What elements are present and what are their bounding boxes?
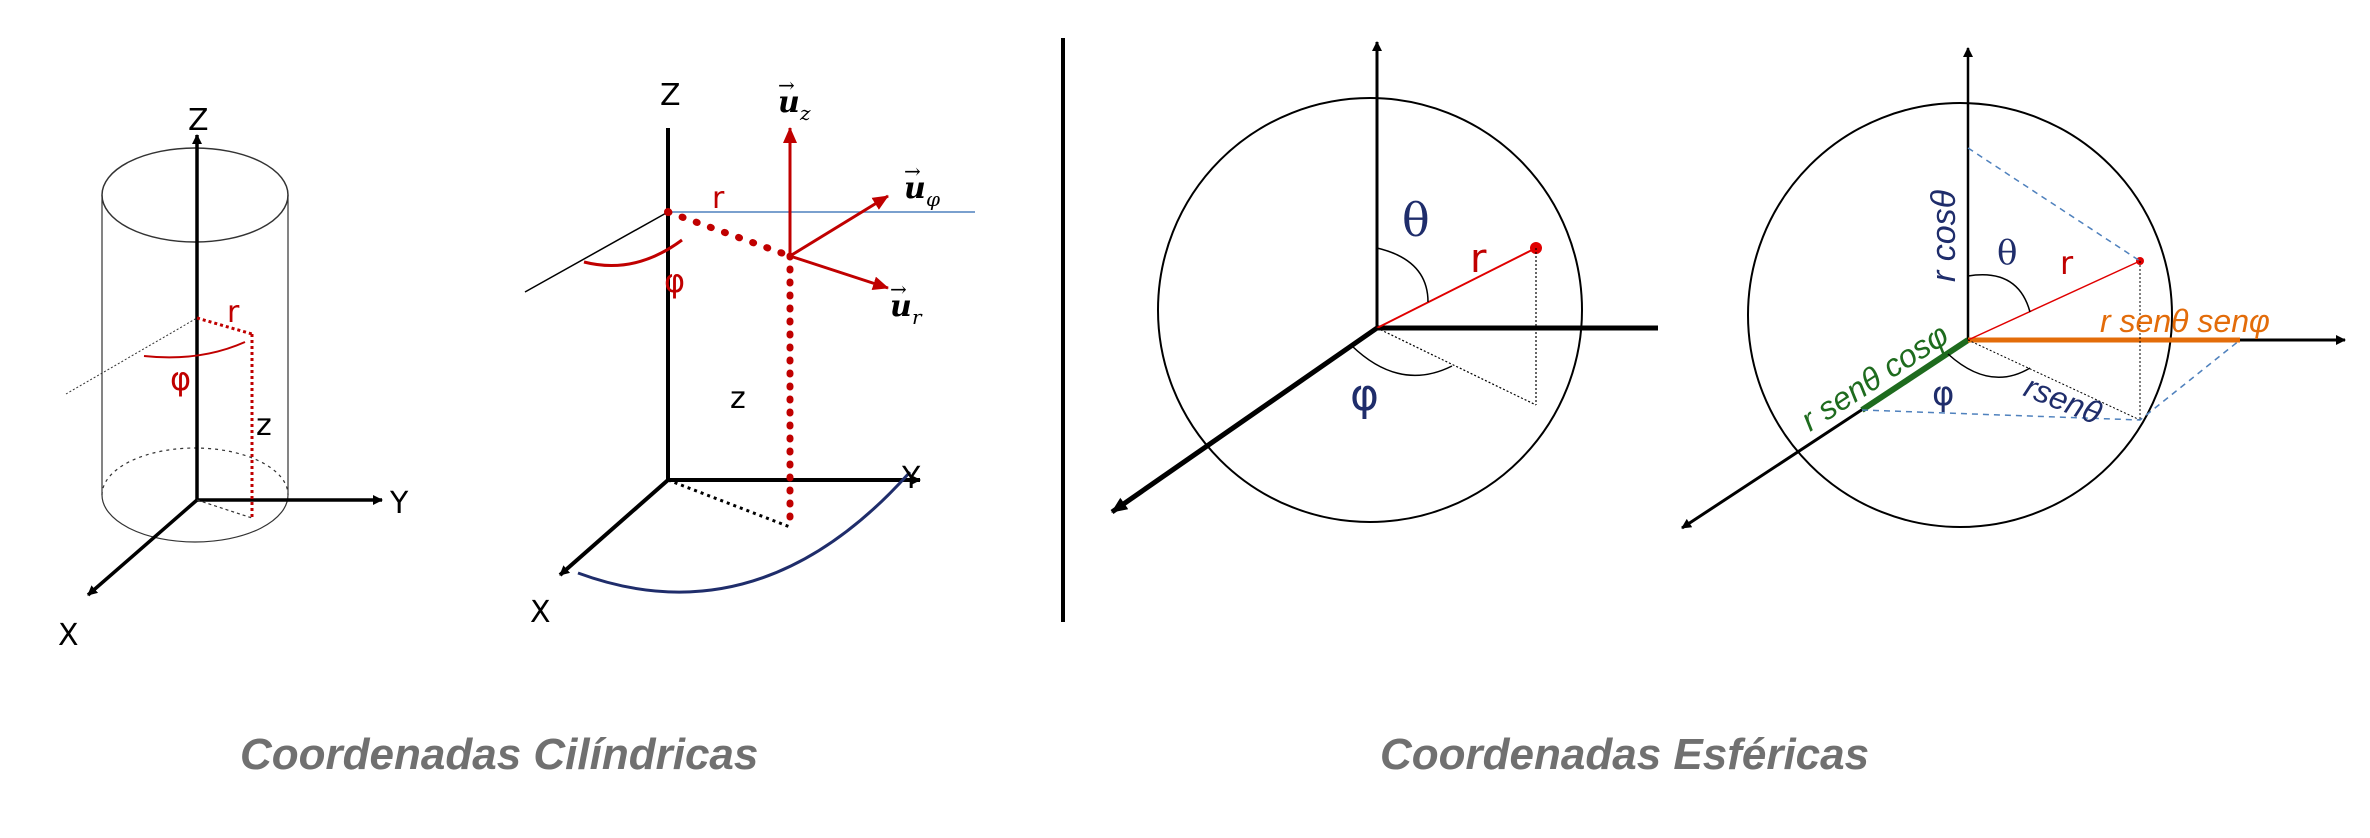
phi-arc bbox=[1351, 345, 1453, 377]
point bbox=[664, 208, 672, 216]
phi-label: φ bbox=[664, 262, 685, 300]
y-axis-label: Y bbox=[901, 461, 921, 496]
r-segment bbox=[1967, 260, 2141, 341]
phi-arc bbox=[1947, 353, 2031, 379]
ray-line bbox=[65, 317, 198, 395]
z-axis-label: Z bbox=[188, 103, 209, 138]
sphere-diagram: θ r φ bbox=[1110, 41, 1658, 523]
phi-arc bbox=[143, 341, 246, 359]
x-axis bbox=[1110, 325, 1379, 515]
u-z-subscript: z bbox=[799, 101, 811, 125]
phi-arc bbox=[583, 238, 683, 268]
r-sen-theta-label: rsenθ bbox=[2019, 368, 2107, 431]
z-label: z bbox=[256, 408, 272, 443]
u-phi-arrow-glyph: → bbox=[904, 159, 921, 183]
u-z-arrow-glyph: → bbox=[778, 73, 795, 97]
z-axis-label: Z bbox=[660, 78, 681, 113]
r-label: r bbox=[712, 181, 725, 216]
u-z-label: u bbox=[778, 85, 800, 120]
theta-label: θ bbox=[1402, 193, 1430, 247]
cylindrical-caption: Coordenadas Cilíndricas bbox=[240, 730, 759, 779]
theta-label: θ bbox=[1997, 233, 2017, 273]
x-axis bbox=[86, 498, 199, 597]
r-label: r bbox=[2060, 244, 2074, 282]
theta-arc bbox=[1967, 274, 2031, 313]
x-axis-label: X bbox=[58, 618, 79, 653]
y-axis-label: Y bbox=[389, 486, 409, 521]
u-phi-label: u bbox=[904, 171, 926, 206]
sphere-outline bbox=[1157, 97, 1583, 523]
u-phi-subscript: φ bbox=[926, 187, 940, 211]
cylinder-top bbox=[101, 147, 289, 243]
r-dotted bbox=[664, 208, 794, 260]
blue-dashed-top bbox=[1967, 147, 2141, 262]
ray-line bbox=[524, 211, 669, 293]
u-r-label: u bbox=[890, 289, 912, 324]
u-r-vector bbox=[789, 254, 889, 290]
r-label: r bbox=[227, 295, 240, 330]
projection-base bbox=[1376, 327, 1537, 406]
spherical-caption: Coordenadas Esféricas bbox=[1380, 730, 1870, 779]
phi-label: φ bbox=[170, 360, 191, 398]
r-segment bbox=[1376, 247, 1537, 329]
r-segment bbox=[196, 316, 253, 336]
r-label: r bbox=[1470, 236, 1487, 282]
r-sen-theta-sen-phi-label: r senθ senφ bbox=[2100, 303, 2270, 339]
x-axis bbox=[558, 478, 670, 577]
base-segment bbox=[196, 499, 253, 519]
theta-arc bbox=[1376, 247, 1429, 303]
cylindrical-vectors-diagram: Z Y X r φ z → u z → u φ → u r bbox=[524, 73, 975, 630]
phi-base-arc bbox=[577, 471, 912, 594]
r-cos-theta-label: r cosθ bbox=[1925, 189, 1963, 282]
x-axis-label: X bbox=[530, 595, 551, 630]
u-phi-vector bbox=[789, 194, 889, 258]
cylinder-bottom-front bbox=[101, 494, 289, 543]
r-sen-theta-cos-phi-label: r senθ cosφ bbox=[1794, 316, 1955, 438]
sphere-outline bbox=[1747, 102, 2173, 528]
cylinder-diagram: Z Y X r φ z bbox=[58, 103, 409, 653]
u-r-arrow-glyph: → bbox=[890, 277, 907, 301]
phi-label: φ bbox=[1350, 370, 1379, 421]
u-r-subscript: r bbox=[912, 305, 923, 329]
blue-dashed-base bbox=[1861, 339, 2241, 421]
cylinder-bottom-back bbox=[101, 447, 289, 496]
sphere-decomposition-diagram: θ r φ r cosθ r senθ senφ r senθ cosφ rse… bbox=[1681, 47, 2346, 530]
z-label: z bbox=[730, 381, 746, 416]
base-dotted bbox=[667, 478, 791, 529]
phi-label: φ bbox=[1932, 374, 1954, 414]
x-component bbox=[1860, 337, 1970, 413]
